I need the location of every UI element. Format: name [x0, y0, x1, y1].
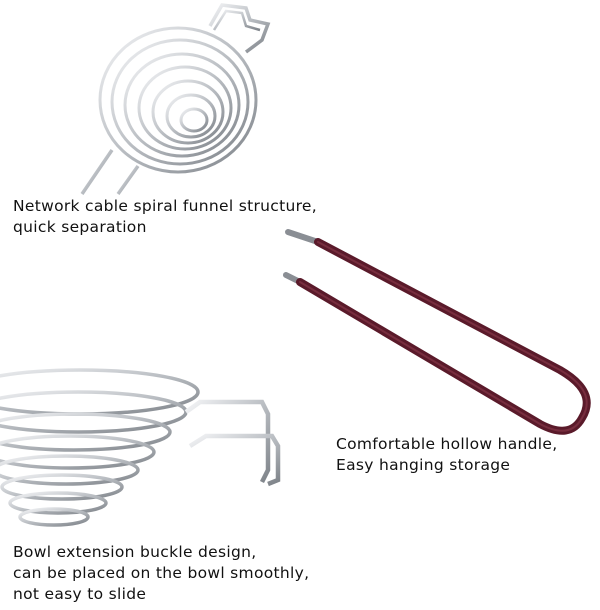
spiral-caption-line-1: Network cable spiral funnel structure, [13, 197, 317, 215]
buckle-caption-line-1: Bowl extension buckle design, [13, 543, 257, 561]
buckle-caption-line-2: can be placed on the bowl smoothly, [13, 564, 310, 582]
handle-caption-line-2: Easy hanging storage [336, 456, 511, 474]
bowl-buckle-image [0, 368, 281, 527]
buckle-caption-line-3: not easy to slide [13, 585, 147, 603]
spiral-funnel-caption: Network cable spiral funnel structure, q… [13, 196, 317, 238]
spiral-funnel-top-image [80, 3, 271, 196]
hollow-handle-image [283, 229, 591, 435]
handle-caption: Comfortable hollow handle, Easy hanging … [336, 434, 557, 476]
handle-caption-line-1: Comfortable hollow handle, [336, 435, 558, 453]
buckle-caption: Bowl extension buckle design, can be pla… [13, 542, 309, 605]
spiral-caption-line-2: quick separation [13, 218, 147, 236]
